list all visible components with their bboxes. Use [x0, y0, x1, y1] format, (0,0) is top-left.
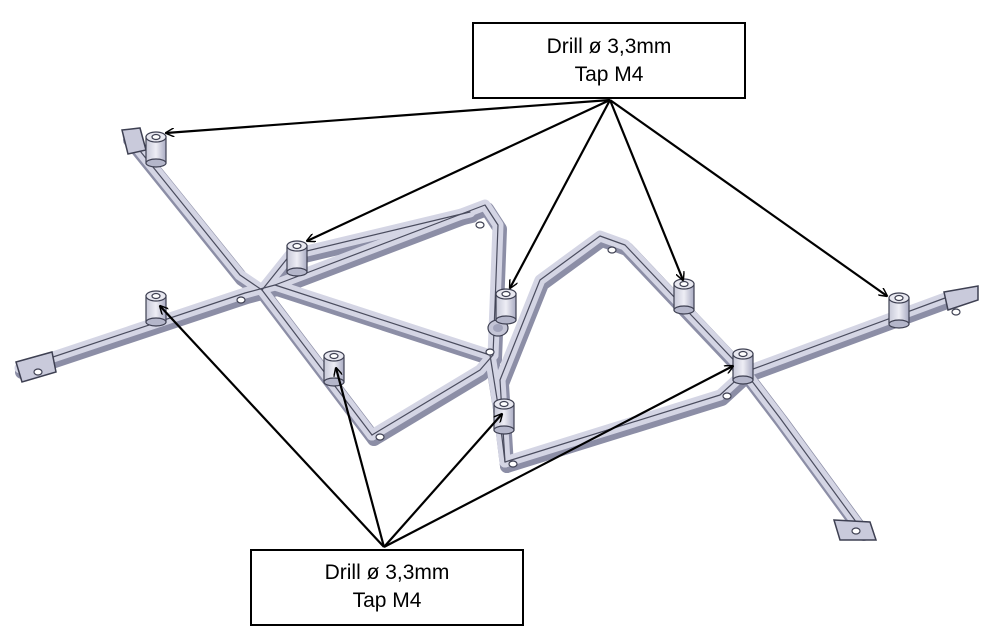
leader-bottom-2 [336, 368, 386, 548]
frame-part [14, 130, 954, 541]
boss-2 [286, 240, 308, 277]
boss-6 [673, 278, 695, 315]
end-tab-top-left [121, 127, 147, 155]
leader-top-2 [307, 99, 611, 241]
boss-5 [323, 350, 345, 387]
end-tab-right [943, 285, 979, 316]
boss-4 [495, 288, 517, 325]
end-tabs [15, 127, 979, 541]
boss-9 [493, 398, 515, 435]
leader-bottom-3 [383, 414, 502, 548]
callout-top-line1: Drill ø 3,3mm [546, 35, 672, 58]
leader-bottom-4 [383, 366, 733, 548]
boss-3 [145, 290, 167, 327]
leader-lines-bottom [160, 306, 733, 548]
leader-top-1 [166, 98, 611, 133]
leader-top-4 [608, 99, 683, 280]
threaded-bosses [145, 131, 910, 435]
boss-7 [888, 292, 910, 329]
frame-shadow [15, 133, 954, 541]
callout-top: Drill ø 3,3mm Tap M4 [472, 22, 746, 99]
leader-top-3 [510, 99, 611, 288]
end-tab-bottom-right [832, 519, 878, 541]
leader-bottom-1 [160, 306, 385, 548]
callout-bottom-line1: Drill ø 3,3mm [324, 561, 450, 584]
leader-lines-top [166, 98, 887, 296]
callout-top-line2: Tap M4 [574, 63, 644, 86]
end-tab-left [15, 351, 57, 383]
boss-1 [145, 131, 167, 168]
leader-top-5 [609, 99, 887, 296]
boss-8 [732, 348, 754, 385]
callout-bottom-line2: Tap M4 [352, 589, 422, 612]
callout-bottom: Drill ø 3,3mm Tap M4 [250, 549, 524, 626]
